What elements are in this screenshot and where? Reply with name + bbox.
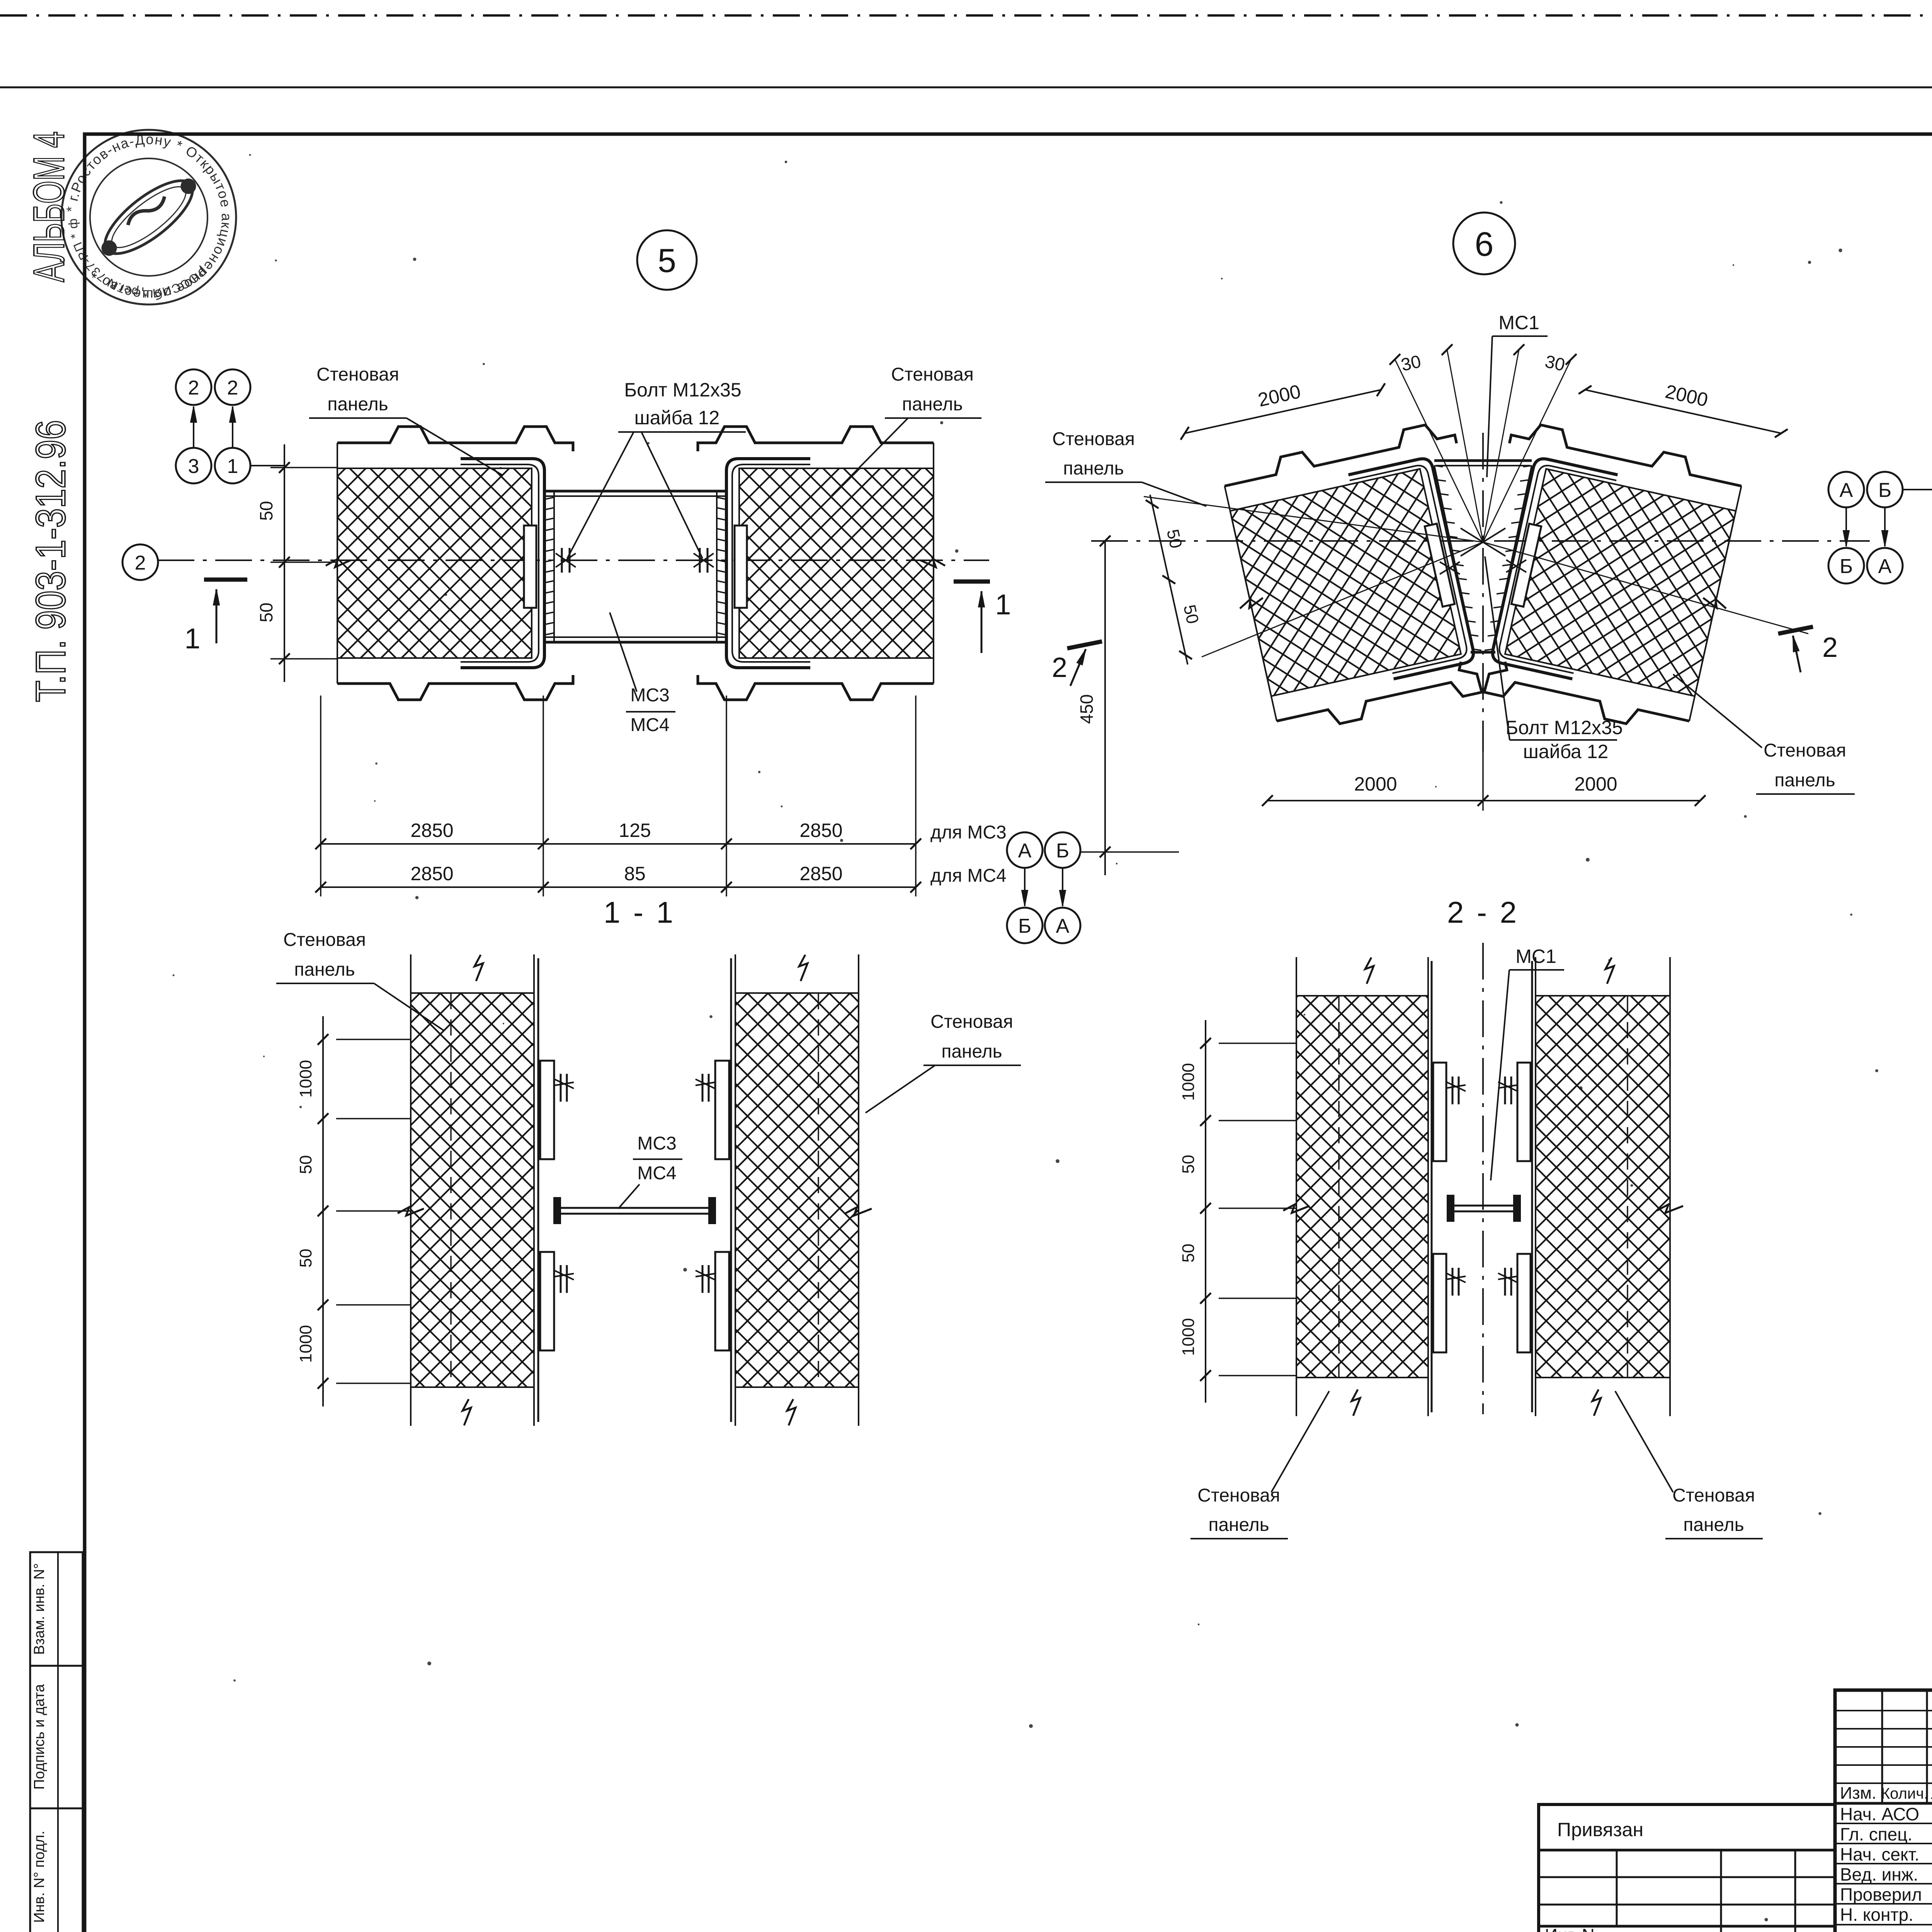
svg-text:2: 2 <box>135 552 146 574</box>
svg-text:2: 2 <box>227 377 238 399</box>
svg-text:5: 5 <box>658 242 676 279</box>
svg-text:Изм.: Изм. <box>1840 1784 1876 1803</box>
svg-text:50: 50 <box>1163 527 1185 550</box>
svg-text:Инв. N° подл.: Инв. N° подл. <box>31 1831 48 1923</box>
svg-text:2000: 2000 <box>1574 773 1617 795</box>
svg-text:2000: 2000 <box>1354 773 1397 795</box>
svg-text:Стеновая: Стеновая <box>891 364 974 385</box>
svg-text:панель: панель <box>327 394 388 415</box>
svg-text:Б: Б <box>1840 555 1853 578</box>
svg-text:Б: Б <box>1056 840 1069 862</box>
svg-text:для МС3: для МС3 <box>930 822 1007 843</box>
svg-text:АЛЬБОМ 4: АЛЬБОМ 4 <box>25 131 73 282</box>
svg-text:1000: 1000 <box>296 1060 315 1098</box>
svg-text:шайба 12: шайба 12 <box>1523 741 1609 762</box>
svg-text:Нач. сект.: Нач. сект. <box>1840 1844 1919 1864</box>
svg-text:МС4: МС4 <box>637 1163 676 1184</box>
svg-text:панель: панель <box>1774 770 1835 791</box>
svg-text:1: 1 <box>995 588 1011 621</box>
svg-text:2850: 2850 <box>410 863 453 884</box>
svg-text:2850: 2850 <box>799 863 842 884</box>
svg-text:МС4: МС4 <box>630 715 669 735</box>
svg-text:Стеновая: Стеновая <box>316 364 399 385</box>
svg-text:Н. контр.: Н. контр. <box>1840 1905 1913 1925</box>
svg-text:1: 1 <box>184 622 200 655</box>
svg-text:85: 85 <box>624 863 646 884</box>
svg-text:Болт М12х35: Болт М12х35 <box>1505 717 1622 738</box>
svg-text:Б: Б <box>1018 915 1031 937</box>
svg-text:Проверил: Проверил <box>1840 1884 1922 1905</box>
svg-text:50: 50 <box>256 602 276 622</box>
svg-text:МС1: МС1 <box>1498 312 1539 333</box>
svg-text:А: А <box>1056 915 1070 937</box>
svg-text:Подпись и дата: Подпись и дата <box>31 1684 48 1789</box>
svg-text:Стеновая: Стеновая <box>1197 1485 1280 1506</box>
svg-text:Взам. инв. N°: Взам. инв. N° <box>31 1563 48 1655</box>
svg-text:Гл. спец.: Гл. спец. <box>1840 1824 1912 1844</box>
svg-text:30: 30 <box>1399 351 1423 375</box>
svg-text:1: 1 <box>227 455 238 478</box>
svg-text:1000: 1000 <box>296 1325 315 1363</box>
svg-text:панель: панель <box>1208 1515 1269 1535</box>
svg-text:Т.П. 903-1-312.96: Т.П. 903-1-312.96 <box>27 420 74 702</box>
svg-text:Стеновая: Стеновая <box>1052 429 1135 449</box>
svg-text:Лист: Лист <box>1931 1784 1932 1803</box>
svg-text:2: 2 <box>1052 652 1067 683</box>
svg-text:МС3: МС3 <box>637 1133 676 1154</box>
svg-text:МС1: МС1 <box>1515 946 1556 967</box>
svg-text:панель: панель <box>1063 458 1124 479</box>
svg-text:2: 2 <box>188 377 199 399</box>
svg-text:450: 450 <box>1077 694 1097 724</box>
svg-text:6: 6 <box>1475 225 1494 263</box>
svg-text:1000: 1000 <box>1179 1063 1198 1101</box>
svg-text:2 - 2: 2 - 2 <box>1447 895 1519 929</box>
svg-text:Стеновая: Стеновая <box>1764 740 1846 761</box>
svg-text:панель: панель <box>902 394 963 415</box>
svg-text:А: А <box>1840 479 1853 502</box>
svg-text:1 - 1: 1 - 1 <box>604 895 675 929</box>
svg-text:2850: 2850 <box>410 820 453 841</box>
svg-text:50: 50 <box>256 501 276 520</box>
svg-text:панель: панель <box>941 1041 1002 1062</box>
svg-text:30: 30 <box>1543 351 1567 375</box>
svg-text:2850: 2850 <box>799 820 842 841</box>
svg-text:Стеновая: Стеновая <box>283 930 366 950</box>
svg-text:3: 3 <box>188 455 199 478</box>
svg-text:для МС4: для МС4 <box>930 866 1007 886</box>
svg-text:Нач. АСО: Нач. АСО <box>1840 1804 1919 1824</box>
svg-text:Б: Б <box>1878 479 1891 502</box>
svg-text:Болт М12х35: Болт М12х35 <box>624 379 741 401</box>
svg-text:50: 50 <box>296 1155 315 1174</box>
svg-text:панель: панель <box>294 959 355 980</box>
svg-text:Инв.N: Инв.N <box>1545 1925 1595 1932</box>
svg-text:Стеновая: Стеновая <box>1672 1485 1755 1506</box>
svg-text:125: 125 <box>619 820 651 841</box>
svg-text:А: А <box>1018 840 1032 862</box>
svg-text:2: 2 <box>1822 632 1838 663</box>
svg-text:50: 50 <box>1179 1155 1198 1174</box>
svg-text:50: 50 <box>1179 1244 1198 1263</box>
svg-text:А: А <box>1878 555 1892 578</box>
svg-text:МС3: МС3 <box>630 685 669 706</box>
svg-text:шайба 12: шайба 12 <box>634 407 720 429</box>
svg-text:Привязан: Привязан <box>1557 1819 1643 1840</box>
svg-text:1000: 1000 <box>1179 1318 1198 1356</box>
svg-text:панель: панель <box>1683 1515 1744 1535</box>
svg-text:Вед. инж.: Вед. инж. <box>1840 1864 1918 1884</box>
svg-text:Колич.: Колич. <box>1881 1785 1928 1802</box>
svg-text:Стеновая: Стеновая <box>930 1012 1013 1032</box>
svg-text:50: 50 <box>1180 603 1202 626</box>
svg-text:50: 50 <box>296 1249 315 1268</box>
